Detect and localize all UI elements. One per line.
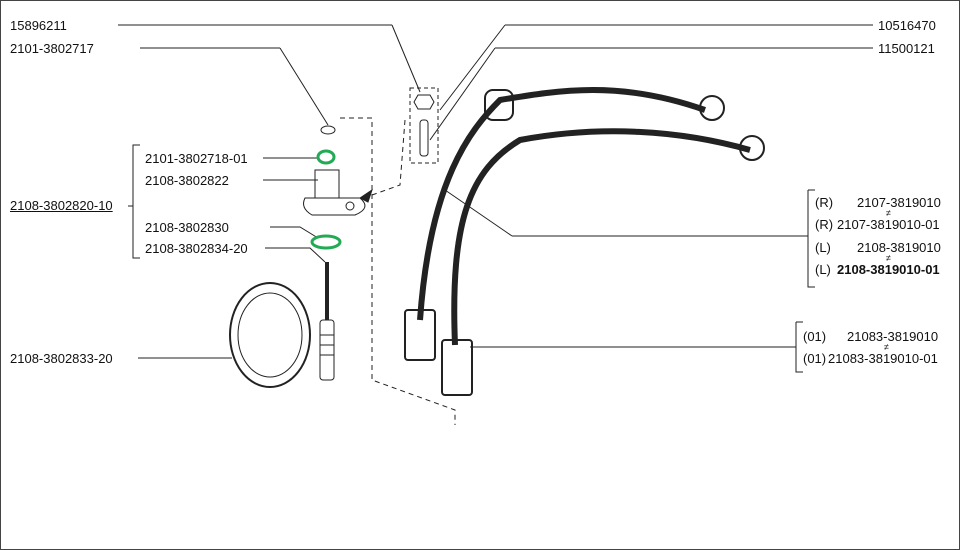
cable-short-prefix-0: (01) [803, 329, 827, 344]
not-equal-mark: ≠ [886, 253, 891, 263]
green-washer-icon [310, 234, 342, 250]
cable-long-prefix-0: (R) [815, 195, 834, 210]
bracket-short [795, 322, 803, 373]
cable-long-prefix-1: (R) [815, 217, 834, 232]
leader-15896211-b [391, 24, 421, 93]
bolt-icon [419, 119, 429, 157]
label-shaft: 2108-3802834-20 [145, 241, 248, 256]
not-equal-mark: ≠ [886, 208, 891, 218]
dashed-arrow [371, 119, 406, 196]
label-washer: 2108-3802830 [145, 220, 229, 235]
label-11500121: 11500121 [878, 41, 935, 56]
label-15896211: 15896211 [10, 18, 67, 33]
housing-body [314, 169, 340, 199]
cable-short-prefix-1: (01) [803, 351, 827, 366]
cable-short [451, 128, 751, 346]
cable-long-prefix-3: (L) [815, 262, 831, 277]
label-2101-3802717: 2101-3802717 [10, 41, 94, 56]
gear-ring-icon [229, 282, 311, 388]
cable-end-long [404, 309, 436, 361]
label-10516470: 10516470 [878, 18, 936, 33]
group-bracket [132, 144, 140, 259]
leader-2101-3802717-b [279, 47, 329, 126]
leader-washer [270, 226, 319, 239]
cable-short-part-1: 21083-3819010-01 [828, 351, 938, 366]
cable-long-part-1: 2107-3819010-01 [837, 217, 940, 232]
dashed-guide [340, 117, 456, 425]
cable-short-part-0: 21083-3819010 [847, 329, 939, 344]
green-ring-icon [316, 149, 336, 165]
cable-end-short [441, 339, 473, 396]
label-ring: 2101-3802718-01 [145, 151, 248, 166]
cable-long-part-0: 2107-3819010 [857, 195, 941, 210]
leader-10516470-b [439, 24, 506, 111]
nut-icon [413, 94, 435, 110]
leader-11500121-b [429, 47, 496, 141]
cable-long-part-3: 2108-3819010-01 [837, 262, 940, 277]
cable-long [417, 87, 706, 321]
not-equal-mark: ≠ [884, 342, 889, 352]
cable-long-prefix-2: (L) [815, 240, 831, 255]
label-housing: 2108-3802822 [145, 173, 229, 188]
cable-long-part-2: 2108-3819010 [857, 240, 941, 255]
bracket-long [807, 190, 815, 288]
label-gear: 2108-3802833-20 [10, 351, 113, 366]
small-ring-icon [320, 125, 336, 135]
label-assembly: 2108-3802820-10 [10, 198, 113, 213]
leader-shaft [265, 247, 326, 263]
